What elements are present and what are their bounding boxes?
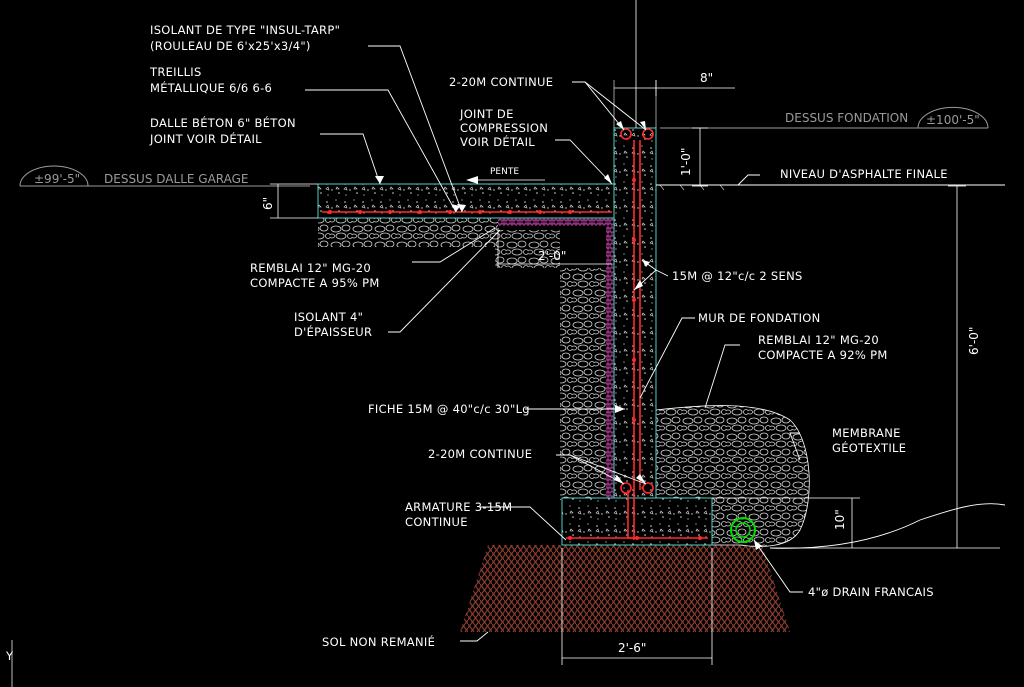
top-bar-right [642,128,654,140]
rebar-group [322,140,708,540]
dim-footing-height: 10" [833,509,847,530]
label-niveau-asphalte: NIVEAU D'ASPHALTE FINALE [780,167,948,181]
bottom-bar-right [642,482,654,494]
label-membrane: MEMBRANE [832,426,901,440]
insulation-vertical [606,214,616,498]
dim-slab-thickness: 6" [261,197,275,210]
leader-arrowheads [375,121,762,550]
drain-pipe-inner [735,522,751,538]
label-armature: ARMATURE 3-15M [405,500,512,514]
dim-top-height: 1'-0" [679,148,693,176]
label-remblai-int-compact: COMPACTE A 95% PM [250,276,380,290]
bottom-bar-left [620,482,632,494]
label-remblai-ext: REMBLAI 12" MG-20 [758,333,879,347]
foundation-wall [613,127,657,499]
label-isolant-epaisseur: D'ÉPAISSEUR [294,324,372,339]
dim-footing-width: 2'-6" [618,641,646,655]
label-treillis-metal: MÉTALLIQUE 6/6 6-6 [150,80,272,95]
pente-arrowhead [466,176,478,184]
label-continue-bottom: 2-20M CONTINUE [428,447,532,461]
label-rebar-15m: 15M @ 12"c/c 2 SENS [672,269,803,283]
label-dalle: DALLE BÉTON 6" BÉTON [150,115,296,130]
elev-fondation-text: ±100'-5" [926,113,980,127]
dessus-dalle-text: DESSUS DALLE GARAGE [104,172,249,186]
slab-gravel-bed [318,219,498,247]
label-continue-top: 2-20M CONTINUE [449,75,553,89]
label-joint: JOINT DE [459,107,514,121]
ucs-y-label: Y [5,649,14,663]
label-compression: COMPRESSION [460,121,548,135]
label-sol: SOL NON REMANIÉ [322,634,435,649]
label-treillis: TREILLIS [149,65,202,79]
label-joint-voir: VOIR DÉTAIL [460,134,535,149]
label-insulant-type: ISOLANT DE TYPE "INSUL-TARP" [150,23,340,37]
exterior-grade-curve [769,503,1006,549]
pente-text: PENTE [490,167,519,177]
top-bar-left [620,128,632,140]
label-remblai-int: REMBLAI 12" MG-20 [250,261,371,275]
label-drain: 4"ø DRAIN FRANCAIS [808,585,934,599]
label-mur: MUR DE FONDATION [698,311,821,325]
leader-lines [305,45,803,642]
label-armature-continue: CONTINUE [405,515,468,529]
dim-wall-width: 8" [700,71,713,85]
dimension-lines [270,80,1000,665]
dim-insul-width: 2'-0" [538,249,566,263]
label-remblai-ext-compact: COMPACTE A 92% PM [758,348,888,362]
label-geotextile: GÉOTEXTILE [832,440,906,455]
dim-wall-height: 6'-0" [967,327,981,355]
label-fiche: FICHE 15M @ 40"c/c 30"Lg [368,402,530,416]
undisturbed-soil [460,545,790,632]
rebar-dots [328,178,702,540]
elev-dalle-text: ±99'-5" [34,172,80,186]
label-isolant: ISOLANT 4" [294,310,363,324]
dessus-fondation-text: DESSUS FONDATION [785,111,908,125]
interior-gravel-column [562,268,608,498]
level-marker-dalle [19,165,310,187]
level-marker-fondation [660,106,989,129]
label-insulant-roll: (ROULEAU DE 6'x25'x3/4") [150,39,311,53]
drain-pipe [730,517,756,543]
label-dalle-joint: JOINT VOIR DÉTAIL [149,131,262,146]
